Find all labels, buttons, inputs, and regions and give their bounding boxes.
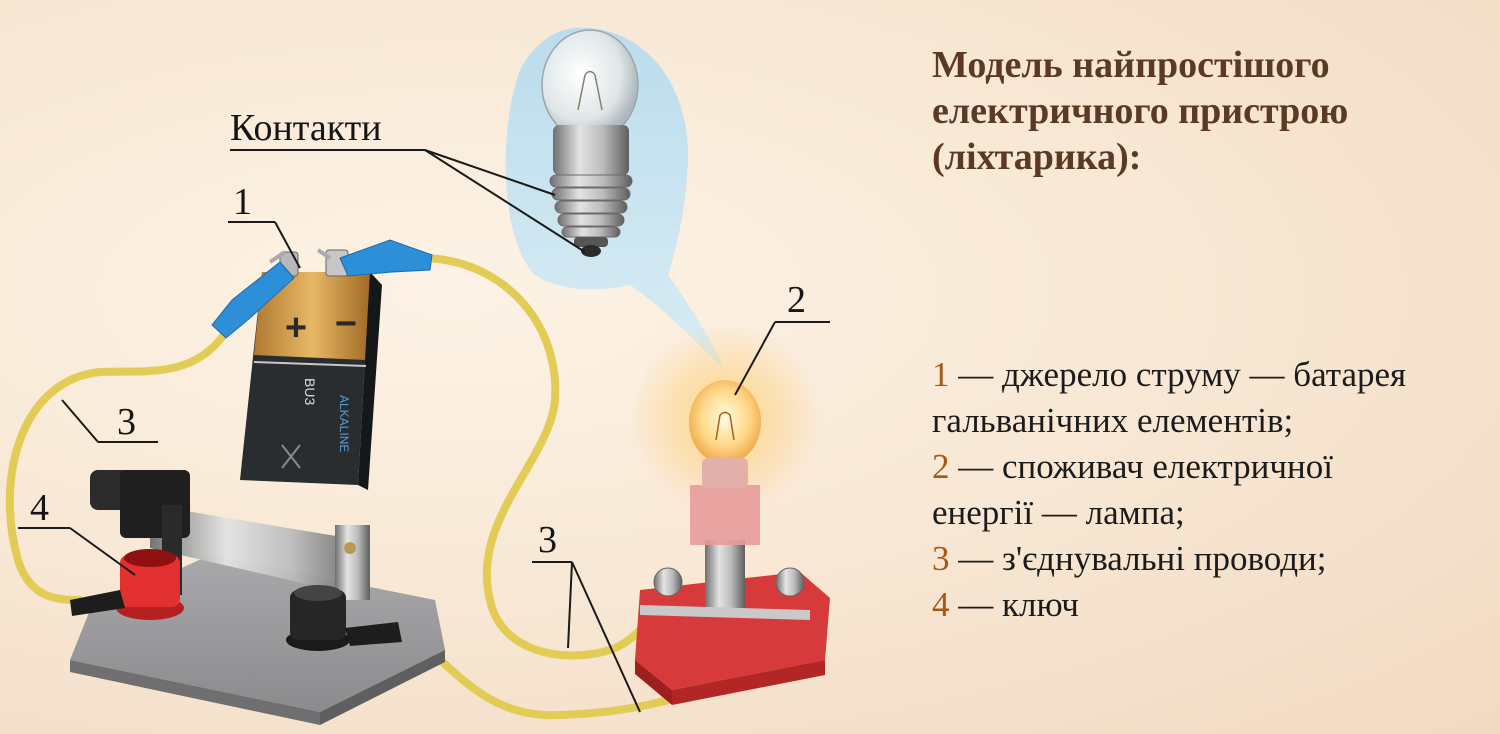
label-battery-number: 1 [233, 181, 252, 223]
legend: 1 — джерело струму — батарея гальванічни… [932, 352, 1492, 628]
legend-text: гальванічних елементів; [932, 401, 1294, 440]
label-contacts: Контакти [230, 107, 382, 149]
black-terminal-icon [286, 585, 350, 651]
red-terminal-icon [116, 549, 184, 620]
legend-number: 3 [932, 539, 950, 578]
page-title: Модель найпростішого електричного пристр… [932, 42, 1472, 180]
label-wire-right-number: 3 [538, 519, 557, 561]
blue-clip-left-icon [211, 250, 295, 339]
label-wire-left-number: 3 [117, 401, 136, 443]
battery-brand: ALKALINE [337, 395, 351, 452]
battery-plus-sign: + [285, 307, 307, 349]
title-line: електричного пристрою [932, 90, 1349, 132]
legend-text: — ключ [949, 585, 1079, 624]
legend-row: енергії — лампа; [932, 490, 1492, 536]
legend-text: — джерело струму — батарея [949, 355, 1407, 394]
legend-row: 1 — джерело струму — батарея [932, 352, 1492, 398]
wire-plug-right [345, 622, 402, 646]
label-lamp-number: 2 [787, 279, 806, 321]
blue-clip-right-icon [316, 239, 433, 277]
wire-plug-left [70, 590, 125, 616]
legend-row: гальванічних елементів; [932, 398, 1492, 444]
legend-text: енергії — лампа; [932, 493, 1185, 532]
legend-row: 2 — споживач електричної [932, 444, 1492, 490]
legend-number: 4 [932, 585, 950, 624]
lamp-icon [689, 380, 761, 545]
legend-text: — споживач електричної [949, 447, 1333, 486]
title-line: Модель найпростішого [932, 44, 1330, 86]
battery-icon [240, 249, 382, 490]
legend-number: 1 [932, 355, 950, 394]
battery-minus-sign: − [335, 303, 357, 345]
leader-lines [18, 149, 830, 713]
legend-text: — з'єднувальні проводи; [949, 539, 1327, 578]
legend-row: 4 — ключ [932, 582, 1492, 628]
legend-number: 2 [932, 447, 950, 486]
title-line: (ліхтарика): [932, 136, 1142, 178]
legend-row: 3 — з'єднувальні проводи; [932, 536, 1492, 582]
zoomed-lamp-icon [541, 29, 639, 257]
battery-code: BU3 [302, 378, 318, 405]
label-key-number: 4 [30, 487, 49, 529]
lamp-holder-icon [635, 540, 830, 705]
